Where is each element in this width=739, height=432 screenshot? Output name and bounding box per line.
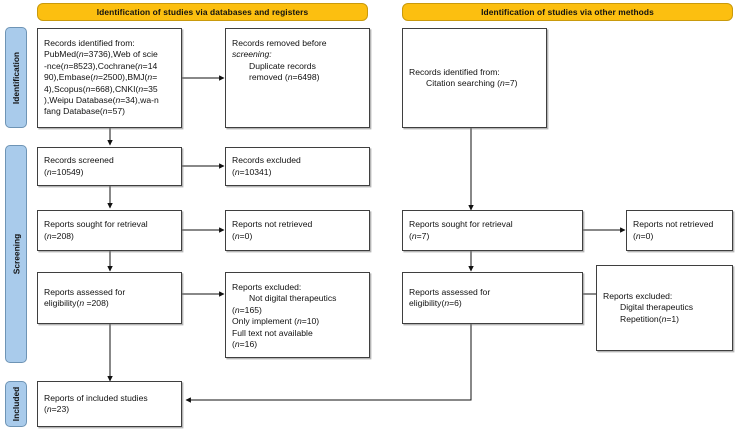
line-2: PubMed(n=3736),Web of scie [44,49,158,60]
line-1: Records excluded [232,155,301,166]
line-4: 90),Embase(n=2500),BMJ(n= [44,72,158,83]
line-2: (n=10341) [232,166,272,177]
records-identified-other-text: Records identified from: Citation search… [409,67,540,90]
line-1: Reports sought for retrieval [44,219,148,230]
line-1: Reports not retrieved [232,219,313,230]
line-1: Reports assessed for [44,286,126,297]
reports-assessed-right-text: Reports assessed for eligibility(n=6) [409,287,576,310]
line-1: Records removed before [232,38,327,48]
line-4: removed (n=6498) [249,72,320,83]
box-reports-included-studies[interactable]: Reports of included studies (n=23) [37,381,182,427]
line-2: (n=0) [633,230,654,241]
box-reports-assessed-right[interactable]: Reports assessed for eligibility(n=6) [402,272,583,324]
line-2: Digital therapeutics [620,302,694,313]
box-records-screened[interactable]: Records screened (n=10549) [37,147,182,186]
line-2: (n=10549) [44,166,84,177]
reports-excluded-left-text: Reports excluded: Not digital therapeuti… [232,273,363,350]
line-1: Reports assessed for [409,286,491,297]
records-screened-text: Records screened (n=10549) [44,155,175,178]
box-reports-excluded-right[interactable]: Reports excluded: Digital therapeutics R… [596,265,733,351]
line-3: Repetition(n=1) [620,313,680,324]
line-2: (n=208) [44,230,74,241]
records-removed-text: Records removed before screening: Duplic… [232,29,363,84]
box-reports-not-retrieved-left[interactable]: Reports not retrieved (n=0) [225,210,370,251]
box-records-identified-other[interactable]: Records identified from: Citation search… [402,28,547,128]
box-reports-not-retrieved-right[interactable]: Reports not retrieved (n=0) [626,210,733,251]
line-4: Only implement (n=10) [232,316,320,327]
line-1: Records screened [44,155,114,166]
stage-label-included: Included [5,381,27,427]
line-7: fang Database(n=57) [44,106,125,117]
header-other-methods: Identification of studies via other meth… [402,3,733,21]
box-reports-assessed-left[interactable]: Reports assessed for eligibility(n =208) [37,272,182,324]
line-6: (n=16) [232,339,258,350]
line-2: Citation searching (n=7) [426,78,518,88]
reports-assessed-left-text: Reports assessed for eligibility(n =208) [44,287,175,310]
line-5: Full text not available [232,327,313,338]
records-identified-text: Records identified from: PubMed(n=3736),… [44,29,175,118]
stage-label-identification: Identification [5,27,27,128]
line-2: eligibility(n=6) [409,298,462,308]
line-1: Reports excluded: [232,282,302,292]
reports-sought-left-text: Reports sought for retrieval (n=208) [44,219,175,242]
reports-sought-right-text: Reports sought for retrieval (n=7) [409,219,576,242]
line-1: Reports not retrieved [633,219,714,230]
line-2: eligibility(n =208) [44,298,109,308]
box-reports-sought-right[interactable]: Reports sought for retrieval (n=7) [402,210,583,251]
records-excluded-text: Records excluded (n=10341) [232,155,363,178]
line-2: Not digital therapeutics [249,293,337,304]
box-records-identified-databases[interactable]: Records identified from: PubMed(n=3736),… [37,28,182,128]
line-2: (n=0) [232,230,253,241]
line-2: screening: [232,49,272,60]
line-3: (n=165) [232,304,262,315]
line-2: (n=7) [409,230,430,241]
box-records-excluded[interactable]: Records excluded (n=10341) [225,147,370,186]
box-records-removed-before-screening[interactable]: Records removed before screening: Duplic… [225,28,370,128]
stage-screening-text: Screening [11,233,21,275]
stage-label-screening: Screening [5,145,27,363]
line-2: (n=23) [44,404,70,414]
line-1: Records identified from: [409,66,500,77]
reports-excluded-right-text: Reports excluded: Digital therapeutics R… [603,291,726,325]
line-5: 4),Scopus(n=668),CNKI(n=35 [44,83,158,94]
reports-included-text: Reports of included studies (n=23) [44,393,175,416]
line-1: Reports sought for retrieval [409,219,513,230]
header-databases-label: Identification of studies via databases … [96,7,309,17]
box-reports-excluded-left[interactable]: Reports excluded: Not digital therapeuti… [225,272,370,358]
line-3: Duplicate records [249,60,316,71]
line-1: Records identified from: [44,38,135,48]
header-databases-registers: Identification of studies via databases … [37,3,368,21]
line-3: -nce(n=8523),Cochrane(n=14 [44,60,158,71]
reports-not-retrieved-left-text: Reports not retrieved (n=0) [232,219,363,242]
line-6: ),Weipu Database(n=34),wa-n [44,95,159,106]
line-1: Reports excluded: [603,290,673,301]
stage-identification-text: Identification [11,51,21,104]
header-other-label: Identification of studies via other meth… [481,7,654,17]
box-reports-sought-left[interactable]: Reports sought for retrieval (n=208) [37,210,182,251]
stage-included-text: Included [11,386,21,422]
line-1: Reports of included studies [44,392,148,403]
reports-not-retrieved-right-text: Reports not retrieved (n=0) [633,219,726,242]
